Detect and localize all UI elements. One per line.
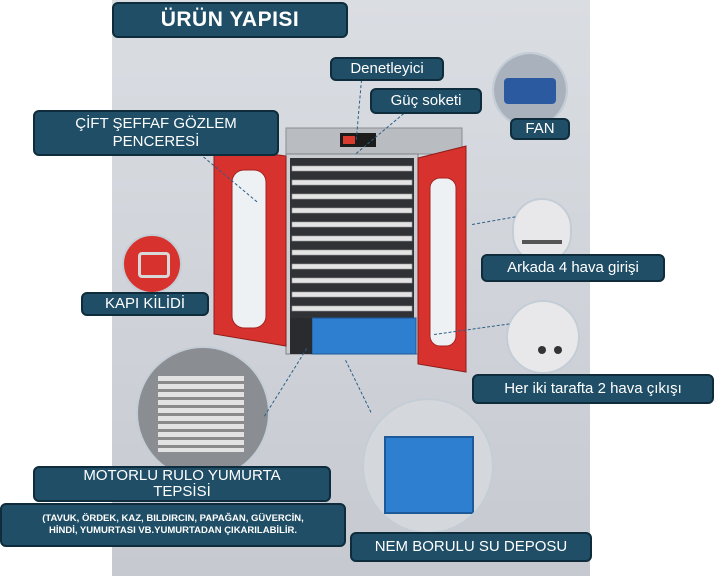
- label-motorized-egg-tray: MOTORLU RULO YUMURTA TEPSİSİ: [33, 466, 331, 502]
- egg-types-note-line1: (TAVUK, ÖRDEK, KAZ, BILDIRCIN, PAPAĞAN, …: [42, 513, 304, 524]
- label-observation-window: ÇİFT ŞEFFAF GÖZLEM PENCERESİ: [33, 110, 279, 156]
- label-egg-types-note: (TAVUK, ÖRDEK, KAZ, BILDIRCIN, PAPAĞAN, …: [0, 503, 346, 547]
- label-controller: Denetleyici: [330, 57, 444, 81]
- label-observation-window-line2: PENCERESİ: [112, 133, 200, 150]
- egg-types-note-line2: HİNDİ, YUMURTASI VB.YUMURTADAN ÇIKARILAB…: [48, 525, 298, 536]
- label-rear-air-inlets: Arkada 4 hava girişi: [481, 254, 665, 282]
- label-egg-tray-line1: MOTORLU RULO YUMURTA: [83, 467, 281, 484]
- label-observation-window-line1: ÇİFT ŞEFFAF GÖZLEM: [75, 115, 237, 132]
- label-egg-tray-line2: TEPSİSİ: [153, 483, 211, 500]
- side-air-detail-circle: [506, 300, 580, 374]
- fan-detail-circle: [492, 52, 568, 128]
- label-power-socket: Güç soketi: [370, 88, 482, 114]
- label-fan: FAN: [510, 118, 570, 140]
- label-door-lock: KAPI KİLİDİ: [81, 292, 209, 316]
- water-tank-detail-circle: [362, 398, 494, 534]
- door-lock-detail-circle: [122, 234, 182, 294]
- page-title: ÜRÜN YAPISI: [112, 2, 348, 38]
- label-water-tank: NEM BORULU SU DEPOSU: [350, 532, 592, 562]
- tray-detail-circle: [136, 346, 270, 480]
- label-side-air-outlets: Her iki tarafta 2 hava çıkışı: [472, 374, 714, 404]
